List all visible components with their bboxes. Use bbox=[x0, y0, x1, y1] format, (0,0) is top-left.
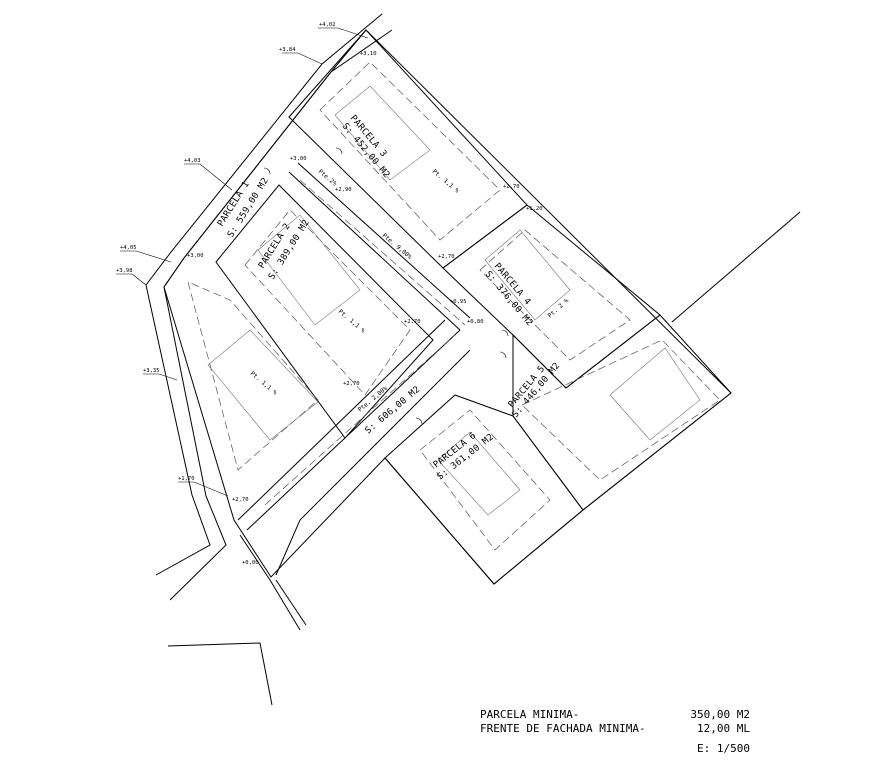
level-16: +3,35 bbox=[143, 368, 160, 374]
level-14: +0,95 bbox=[450, 299, 467, 305]
level-4: +4,03 bbox=[184, 158, 201, 164]
level-3: +3,10 bbox=[360, 51, 377, 57]
access-street-east bbox=[275, 579, 307, 626]
road-edge-south bbox=[237, 319, 446, 521]
street-edge-outer bbox=[145, 13, 383, 576]
level-9: +1,20 bbox=[526, 206, 543, 212]
entrance-marks bbox=[263, 147, 509, 425]
level-10: +4,05 bbox=[120, 245, 137, 251]
road-edge-north bbox=[288, 171, 461, 331]
parcel-2-boundary bbox=[215, 184, 434, 439]
level-13: +2,70 bbox=[404, 319, 421, 325]
level-6: +2,90 bbox=[335, 187, 352, 193]
parcel-2-building bbox=[257, 214, 361, 326]
level-labels: +4,02 +3,84 +3,10 +4,03 +3,00 +2,90 +3,0… bbox=[116, 22, 543, 566]
road-edge-north-2 bbox=[297, 162, 471, 319]
south-street bbox=[167, 642, 273, 706]
parcel-1-envelope bbox=[187, 281, 319, 471]
parcel-6-boundary bbox=[384, 394, 584, 585]
parcel-3-building bbox=[334, 85, 431, 181]
legend: PARCELA MINIMA- 350,00 M2 FRENTE DE FACH… bbox=[480, 708, 750, 756]
road-edge-east bbox=[275, 349, 471, 576]
min-front-value: 12,00 ML bbox=[697, 722, 750, 735]
level-11: +3,98 bbox=[116, 268, 133, 274]
parcel-2-envelope bbox=[244, 209, 411, 396]
parcel-6-building bbox=[437, 431, 521, 516]
level-17: +2,70 bbox=[343, 381, 360, 387]
road-centerline bbox=[264, 179, 466, 506]
legend-min-parcel: PARCELA MINIMA- 350,00 M2 bbox=[480, 708, 750, 722]
parcel-5-envelope bbox=[521, 339, 721, 481]
parcel-labels: PARCELA 1 S: 559,00 M2 PARCELA 2 S: 389,… bbox=[216, 114, 562, 483]
min-parcel-label: PARCELA MINIMA- bbox=[480, 708, 580, 721]
parcel-4-building bbox=[484, 229, 571, 321]
parcel-6-envelope bbox=[419, 409, 551, 551]
level-20: +0,00 bbox=[242, 560, 259, 566]
level-19: +2,70 bbox=[232, 497, 249, 503]
parcel-3-envelope bbox=[319, 61, 501, 241]
parcel-1-slope: Pt. 1,1 % bbox=[249, 370, 279, 397]
level-12: +2,70 bbox=[438, 254, 455, 260]
level-5: +3,00 bbox=[290, 156, 307, 162]
level-15: +0,80 bbox=[467, 319, 484, 325]
neighbor-boundary bbox=[671, 211, 801, 323]
legend-min-front: FRENTE DE FACHADA MINIMA- 12,00 ML bbox=[480, 722, 750, 736]
parcel-4-slope: Pt. 2 % bbox=[547, 297, 571, 319]
level-1: +4,02 bbox=[319, 22, 336, 28]
level-7: +3,00 bbox=[187, 253, 204, 259]
level-2: +3,84 bbox=[279, 47, 296, 53]
parcel-3-slope: Pt. 1,1 % bbox=[431, 168, 461, 195]
parcel-5-boundary bbox=[512, 314, 732, 511]
parcel-2-slope: Pt. 1,1 % bbox=[337, 308, 367, 335]
min-parcel-value: 350,00 M2 bbox=[690, 708, 750, 721]
min-front-label: FRENTE DE FACHADA MINIMA- bbox=[480, 722, 646, 735]
road-slope-1: Pte.2% bbox=[317, 168, 338, 188]
road-slope-2: Pte. 9,00% bbox=[381, 232, 413, 261]
level-8: +2,70 bbox=[503, 184, 520, 190]
parcel-4-envelope bbox=[479, 229, 631, 361]
scale-label: E: 1/500 bbox=[697, 742, 750, 755]
access-street-west bbox=[239, 534, 301, 631]
parcel-4-boundary bbox=[442, 204, 661, 389]
level-18: +1,70 bbox=[178, 476, 195, 482]
parcel-1-building bbox=[207, 329, 319, 441]
parcel-5-building bbox=[609, 347, 701, 441]
road-edge-south-2 bbox=[246, 329, 461, 531]
